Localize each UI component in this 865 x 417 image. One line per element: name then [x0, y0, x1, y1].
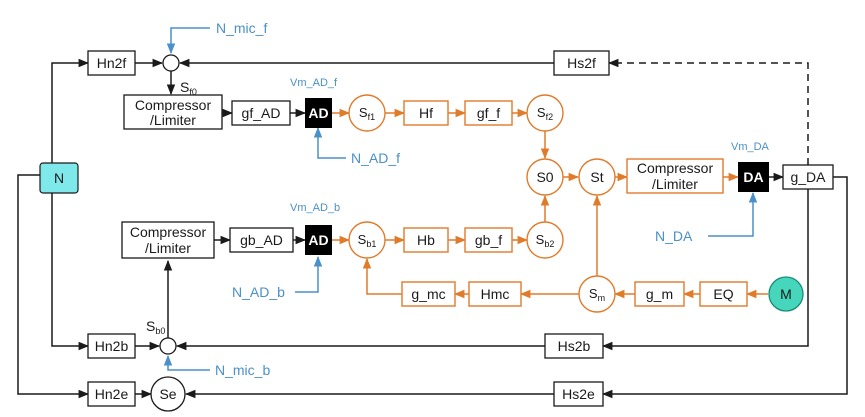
- g-mc-block: g_mc: [401, 281, 456, 307]
- gf-f-block: gf_f: [464, 100, 513, 126]
- eq-block: EQ: [699, 281, 748, 307]
- svg-text:gf_f: gf_f: [477, 105, 500, 121]
- line-n-to-hn2e: [17, 174, 90, 399]
- n-ad-f-label: N_AD_f: [351, 150, 400, 166]
- svg-text:/Limiter: /Limiter: [150, 112, 196, 128]
- svg-text:Hs2f: Hs2f: [567, 55, 596, 71]
- se-node: Se: [150, 376, 186, 412]
- m-source-node: M: [768, 276, 804, 312]
- hs2f-block: Hs2f: [553, 50, 610, 76]
- n-mic-b-label: N_mic_b: [215, 362, 270, 378]
- svg-text:Hs2b: Hs2b: [558, 338, 591, 354]
- svg-text:Sm: Sm: [589, 286, 605, 303]
- blue-connectors: [163, 27, 758, 371]
- line-gda-to-hs2e: [601, 176, 848, 399]
- sf0-junction: Sf0: [162, 54, 197, 97]
- line-nadf-to-adf: [313, 126, 346, 159]
- sf1-node: Sf1: [348, 94, 386, 132]
- orange-connectors: [332, 108, 768, 299]
- svg-text:Hn2b: Hn2b: [95, 338, 129, 354]
- ad-back-block: AD: [305, 225, 332, 255]
- svg-text:g_DA: g_DA: [790, 169, 826, 185]
- black-connectors: [17, 58, 848, 399]
- svg-text:Sb1: Sb1: [358, 232, 377, 249]
- svg-text:g_m: g_m: [646, 286, 673, 302]
- sb1-node: Sb1: [348, 221, 386, 259]
- sm-node: Sm: [578, 275, 616, 313]
- compressor-limiter-back-block: Compressor /Limiter: [121, 221, 215, 259]
- hs2b-block: Hs2b: [544, 333, 604, 359]
- line-nmicf-to-sf0: [166, 27, 210, 55]
- hb-block: Hb: [403, 227, 449, 253]
- svg-text:EQ: EQ: [713, 286, 733, 302]
- svg-text:Compressor: Compressor: [135, 97, 212, 113]
- svg-text:gb_f: gb_f: [475, 232, 502, 248]
- svg-text:/Limiter: /Limiter: [652, 176, 698, 192]
- hn2b-block: Hn2b: [87, 333, 136, 359]
- n-mic-f-label: N_mic_f: [216, 20, 267, 36]
- line-n-to-hn2f: [51, 58, 90, 163]
- compressor-limiter-da-block: Compressor /Limiter: [626, 158, 724, 194]
- svg-text:Compressor: Compressor: [130, 224, 207, 240]
- g-da-block: g_DA: [782, 164, 834, 190]
- compressor-limiter-front-block: Compressor /Limiter: [123, 94, 223, 130]
- svg-text:AD: AD: [308, 105, 328, 121]
- svg-text:Hb: Hb: [417, 232, 435, 248]
- s0-node: S0: [526, 158, 564, 196]
- line-gda-to-hs2b: [601, 189, 809, 351]
- svg-text:Sb2: Sb2: [536, 232, 555, 249]
- sf2-node: Sf2: [526, 94, 564, 132]
- svg-text:Hf: Hf: [419, 105, 433, 121]
- svg-text:Sf0: Sf0: [180, 79, 197, 97]
- svg-text:Hs2e: Hs2e: [562, 386, 595, 402]
- sb2-node: Sb2: [526, 221, 564, 259]
- svg-text:Sf1: Sf1: [359, 105, 375, 122]
- svg-text:Hmc: Hmc: [481, 286, 510, 302]
- n-source-block: N: [39, 162, 79, 194]
- g-m-block: g_m: [634, 281, 685, 307]
- gb-ad-block: gb_AD: [229, 227, 294, 253]
- line-nda-to-da: [708, 191, 758, 237]
- vm-da-label: Vm_DA: [731, 141, 770, 153]
- svg-text:Hn2e: Hn2e: [95, 386, 129, 402]
- gb-f-block: gb_f: [464, 227, 513, 253]
- svg-text:Compressor: Compressor: [637, 160, 714, 176]
- svg-text:Se: Se: [159, 386, 176, 402]
- hn2f-block: Hn2f: [87, 50, 136, 76]
- hmc-block: Hmc: [468, 281, 522, 307]
- hs2e-block: Hs2e: [553, 381, 604, 407]
- line-n-to-hn2b: [51, 193, 90, 351]
- hn2e-block: Hn2e: [87, 381, 136, 407]
- n-da-label: N_DA: [655, 228, 693, 244]
- line-nmicb-to-sb0: [163, 354, 210, 371]
- ad-front-block: AD: [305, 98, 332, 128]
- gf-ad-block: gf_AD: [231, 100, 291, 126]
- svg-text:/Limiter: /Limiter: [145, 240, 191, 256]
- st-node: St: [578, 158, 616, 196]
- svg-text:AD: AD: [308, 232, 328, 248]
- svg-text:g_mc: g_mc: [411, 286, 445, 302]
- line-gda-to-hs2f-dashed: [607, 58, 809, 165]
- hf-block: Hf: [403, 100, 449, 126]
- line-gmc-to-sb1: [362, 257, 402, 295]
- svg-text:DA: DA: [743, 169, 763, 185]
- da-block: DA: [738, 162, 769, 192]
- svg-text:Hn2f: Hn2f: [97, 55, 127, 71]
- line-nadb-to-adb: [295, 255, 323, 293]
- svg-text:St: St: [590, 169, 603, 185]
- svg-text:gf_AD: gf_AD: [242, 105, 281, 121]
- n-ad-b-label: N_AD_b: [232, 284, 285, 300]
- svg-text:M: M: [780, 286, 792, 302]
- svg-text:Sf2: Sf2: [537, 105, 553, 122]
- svg-text:S0: S0: [536, 169, 553, 185]
- sb0-junction: Sb0: [146, 318, 177, 355]
- vm-ad-b-label: Vm_AD_b: [290, 202, 340, 214]
- svg-text:gb_AD: gb_AD: [240, 232, 283, 248]
- svg-text:Sb0: Sb0: [146, 318, 165, 336]
- vm-ad-f-label: Vm_AD_f: [290, 77, 338, 89]
- svg-text:N: N: [54, 170, 64, 186]
